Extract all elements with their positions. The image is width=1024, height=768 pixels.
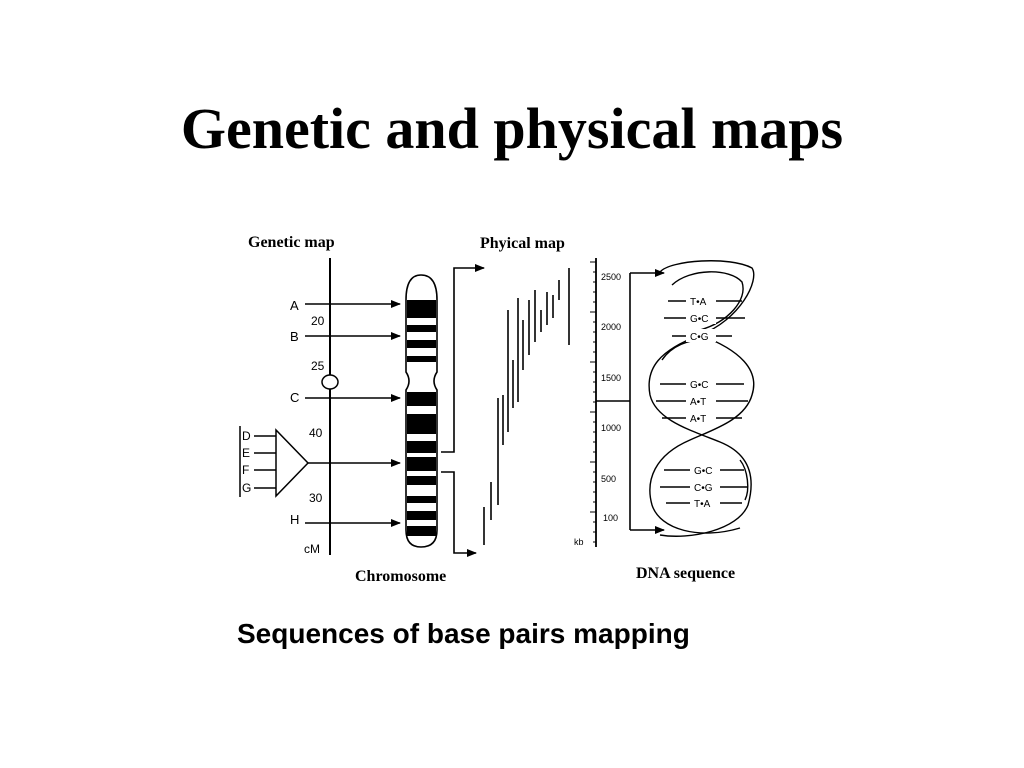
distance-label-3: 40: [309, 426, 323, 440]
distance-label-1: 20: [311, 314, 325, 328]
group-merge-triangle: [275, 428, 310, 498]
marker-label-a: A: [290, 298, 299, 313]
kb-tick-500: 500: [601, 474, 616, 484]
marker-label-b: B: [290, 329, 299, 344]
centromere-marker: [321, 374, 339, 390]
base-pair-3: C•G: [690, 332, 709, 343]
kb-tick-100: 100: [603, 513, 618, 523]
kb-tick-1000: 1000: [601, 423, 621, 433]
base-pair-6: A•T: [690, 414, 706, 425]
dna-helix: [648, 260, 755, 537]
base-pair-2: G•C: [690, 314, 709, 325]
kb-ruler: [590, 258, 597, 547]
kb-tick-1500: 1500: [601, 373, 621, 383]
base-pair-5: A•T: [690, 397, 706, 408]
caption: Sequences of base pairs mapping: [237, 618, 690, 649]
group-label-g: G: [242, 481, 251, 495]
base-pair-4: G•C: [690, 380, 709, 391]
group-label-d: D: [242, 429, 251, 443]
page-title: Genetic and physical maps: [180, 96, 844, 161]
physical-map-label: Phyical map: [480, 235, 565, 252]
chromosome-figure: [405, 274, 438, 548]
contig-segments: [483, 268, 570, 545]
group-label-e: E: [242, 446, 250, 460]
base-pair-7: G•C: [694, 466, 713, 477]
base-pair-labels: [686, 294, 720, 509]
kb-unit-label: kb: [574, 537, 584, 547]
base-pair-8: C•G: [694, 483, 713, 494]
zoom-arrow-bottom: [441, 471, 477, 557]
genetic-map-label: Genetic map: [248, 234, 335, 251]
distance-label-2: 25: [311, 359, 325, 373]
chromosome-label: Chromosome: [355, 568, 446, 585]
marker-label-h: H: [290, 512, 299, 527]
distance-label-4: 30: [309, 491, 323, 505]
kb-tick-2500: 2500: [601, 272, 621, 282]
kb-tick-2000: 2000: [601, 322, 621, 332]
base-pair-9: T•A: [694, 499, 711, 510]
base-pair-1: T•A: [690, 297, 707, 308]
zoom-arrow-top: [441, 264, 485, 453]
marker-label-c: C: [290, 390, 299, 405]
dna-sequence-label: DNA sequence: [636, 565, 735, 582]
group-label-f: F: [242, 463, 249, 477]
genetic-unit-label: cM: [304, 542, 320, 556]
